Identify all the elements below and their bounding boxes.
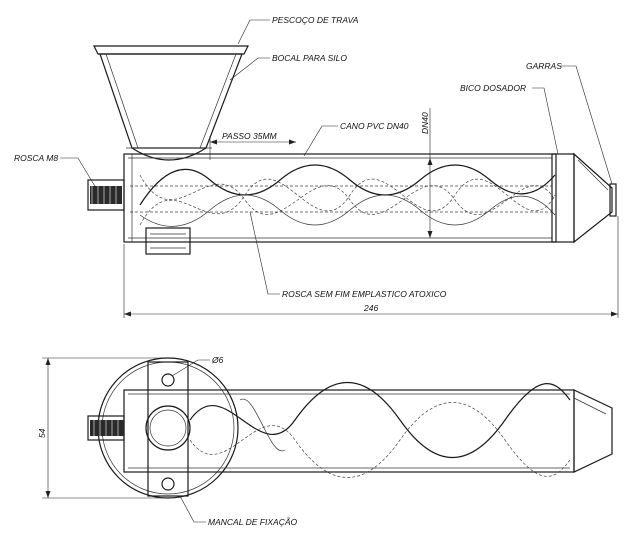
hopper-funnel	[93, 45, 249, 161]
bocal-label: BOCAL PARA SILO	[272, 53, 347, 63]
length-label: 246	[363, 303, 378, 313]
bico-label: BICO DOSADOR	[460, 83, 526, 93]
m8-thread	[87, 179, 125, 211]
screw-helix	[139, 164, 556, 227]
top-view: 54 Ø6 MANCAL DE FIXAÇÃO	[37, 355, 613, 527]
dn40-dimension: DN40	[420, 108, 433, 238]
furo-label: Ø6	[211, 355, 224, 365]
dn40-label: DN40	[420, 112, 430, 134]
side-view: DN40 PASSO 35MM 246	[14, 15, 619, 318]
rosca-sem-fim-label: ROSCA SEM FIM EMPLASTICO ATOXICO	[282, 289, 447, 299]
leaders-side	[60, 19, 613, 295]
pvc-tube	[123, 153, 557, 243]
garras-label: GARRAS	[526, 61, 562, 71]
pescoco-label: PESCOÇO DE TRAVA	[272, 15, 359, 25]
dosing-nozzle	[551, 152, 617, 244]
bearing-block	[145, 227, 191, 255]
mancal-label: MANCAL DE FIXAÇÃO	[208, 517, 298, 527]
overall-length-dimension: 246	[123, 216, 619, 318]
height-label: 54	[37, 428, 47, 438]
passo-dimension: PASSO 35MM	[209, 131, 296, 160]
cano-label: CANO PVC DN40	[340, 121, 409, 131]
rosca-m8-label: ROSCA M8	[14, 153, 58, 163]
passo-label: PASSO 35MM	[222, 131, 278, 141]
